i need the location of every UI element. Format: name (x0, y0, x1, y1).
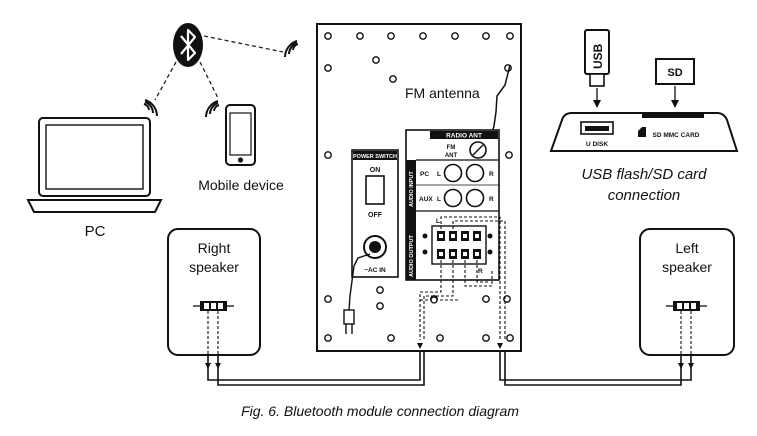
figure-caption: Fig. 6. Bluetooth module connection diag… (241, 403, 519, 419)
power-switch-module (351, 149, 399, 278)
right-speaker-label-line2: speaker (189, 259, 239, 275)
bluetooth-icon (173, 23, 203, 67)
off-label: OFF (368, 212, 383, 219)
udisk-label: U DISK (586, 141, 608, 148)
audio-input-label: AUDIO INPUT (409, 171, 415, 207)
output-right-label: R (478, 268, 483, 275)
sd-slot-label: SD MMC CARD (653, 132, 700, 139)
pc-right-label: R (489, 171, 494, 178)
aux-input-label: AUX (419, 196, 433, 203)
sd-tag-label: SD (667, 67, 682, 79)
panel-screw-holes (324, 32, 514, 342)
wireless-links (154, 35, 284, 101)
pc-input-label: PC (420, 171, 429, 178)
usb-flash-drive-icon (584, 29, 610, 108)
laptop-icon (26, 117, 163, 213)
right-speaker-box (167, 228, 261, 356)
output-left-label: L (436, 218, 440, 225)
pc-left-label: L (437, 171, 441, 178)
media-caption-line1: USB flash/SD card (581, 166, 707, 183)
usb-tag-label: USB (591, 43, 605, 69)
aux-right-label: R (489, 196, 494, 203)
wire-junction (430, 296, 438, 304)
aux-left-label: L (437, 196, 441, 203)
fm-ant-label-line2: ANT (445, 153, 458, 159)
left-speaker-label-line1: Left (675, 240, 698, 256)
speaker-wires-dashed (207, 216, 692, 355)
speaker-cables (207, 351, 692, 386)
audio-output-label: AUDIO OUTPUT (409, 235, 415, 278)
speaker-terminal-icon (193, 301, 234, 311)
aux-rca-jacks (443, 188, 485, 208)
on-label: ON (370, 167, 381, 174)
ac-in-label: ~AC IN (364, 267, 386, 274)
wifi-wave-icon (205, 100, 220, 118)
pc-rca-jacks (443, 163, 485, 183)
media-player-device (549, 112, 739, 152)
speaker-output-terminals (422, 225, 493, 265)
media-caption-line2: connection (608, 187, 681, 204)
cable-arrow-icons (205, 343, 694, 369)
mobile-phone-icon (225, 104, 256, 166)
radio-ant-header: RADIO ANT (446, 133, 482, 140)
left-speaker-label-line2: speaker (662, 259, 712, 275)
power-switch-header: POWER SWITCH (353, 154, 397, 160)
right-speaker-label-line1: Right (198, 240, 231, 256)
fm-ant-label-line1: FM (447, 145, 456, 151)
speaker-terminal-icon (666, 301, 707, 311)
wifi-wave-icon (143, 99, 158, 117)
sd-card-icon (655, 58, 695, 108)
fm-antenna-jack (469, 141, 487, 159)
mobile-device-label: Mobile device (198, 177, 284, 193)
pc-label: PC (85, 223, 106, 240)
fm-antenna-label: FM antenna (405, 85, 480, 101)
left-speaker-box (639, 228, 735, 356)
power-plug-icon (343, 253, 371, 334)
wifi-wave-icon (284, 40, 299, 58)
